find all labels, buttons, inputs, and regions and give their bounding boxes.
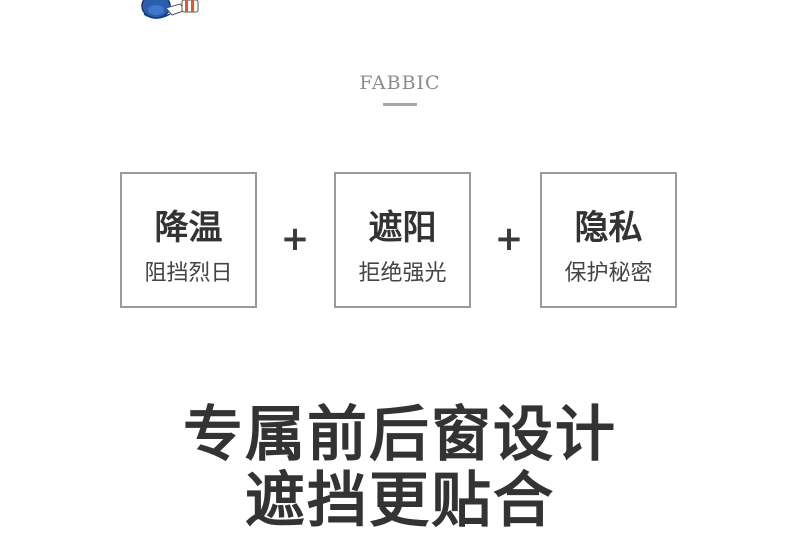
headline-line-1: 专属前后窗设计 <box>183 400 617 470</box>
feature-title: 降温 <box>154 208 223 248</box>
plus-connector: + <box>280 219 310 259</box>
cartoon-mascot-icon <box>136 0 208 22</box>
feature-subtitle: 阻挡烈日 <box>144 261 233 286</box>
section-label: FABBIC <box>359 72 441 94</box>
feature-subtitle: 拒绝强光 <box>358 261 447 286</box>
feature-card-cooling: 降温 阻挡烈日 <box>120 172 257 308</box>
plus-connector: + <box>494 219 524 259</box>
feature-card-privacy: 隐私 保护秘密 <box>540 172 677 308</box>
feature-title: 隐私 <box>574 208 643 248</box>
feature-subtitle: 保护秘密 <box>564 261 653 286</box>
feature-title: 遮阳 <box>368 208 437 248</box>
section-underline <box>383 103 417 106</box>
feature-card-shading: 遮阳 拒绝强光 <box>334 172 471 308</box>
headline-line-2: 遮挡更贴合 <box>245 466 555 536</box>
